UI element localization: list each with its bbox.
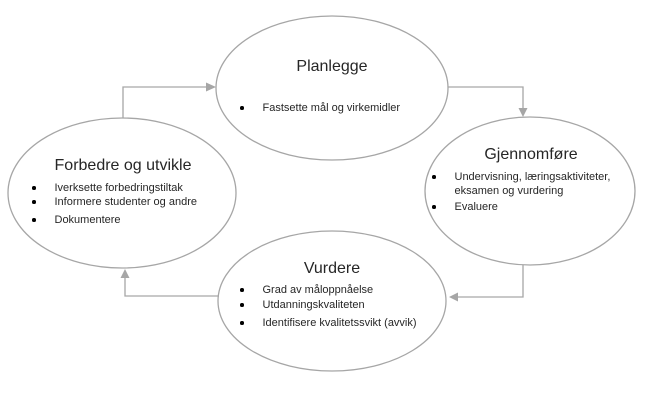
bullet-dot-icon bbox=[240, 303, 244, 307]
bullet-text: Undervisning, læringsaktiviteter, eksame… bbox=[454, 171, 611, 197]
bullet-item: Informere studenter og andre bbox=[32, 195, 238, 209]
bullet-dot-icon bbox=[240, 321, 244, 325]
bullet-item: Iverksette forbedringstiltak bbox=[32, 181, 238, 195]
node-forbedre: Forbedre og utvikle Iverksette forbedrin… bbox=[8, 157, 238, 227]
node-planlegge-bullets: Fastsette mål og virkemidler bbox=[216, 101, 448, 115]
bullet-text: Iverksette forbedringstiltak bbox=[54, 182, 183, 194]
bullet-item: Utdanningskvaliteten bbox=[240, 298, 446, 312]
node-forbedre-bullets: Iverksette forbedringstiltak Informere s… bbox=[8, 181, 238, 227]
node-vurdere: Vurdere Grad av måloppnåelse Utdanningsk… bbox=[218, 260, 446, 330]
bullet-item: Undervisning, læringsaktiviteter, eksame… bbox=[432, 170, 637, 198]
arrowhead-left-icon bbox=[449, 292, 458, 302]
bullet-text: Dokumentere bbox=[54, 214, 121, 226]
bullet-dot-icon bbox=[32, 186, 36, 190]
bullet-text: Fastsette mål og virkemidler bbox=[262, 102, 401, 114]
arrowhead-right-icon bbox=[206, 82, 216, 92]
node-gjennomfore-bullets: Undervisning, læringsaktiviteter, eksame… bbox=[425, 170, 637, 214]
bullet-text: Evaluere bbox=[454, 201, 498, 213]
ellipse-vurdere bbox=[217, 230, 447, 372]
ellipse-forbedre bbox=[7, 117, 237, 269]
bullet-dot-icon bbox=[432, 205, 436, 209]
bullet-text: Informere studenter og andre bbox=[54, 196, 197, 208]
bullet-dot-icon bbox=[32, 200, 36, 204]
node-vurdere-bullets: Grad av måloppnåelse Utdanningskvalitete… bbox=[218, 283, 446, 330]
connector-vurdere-to-forbedre bbox=[124, 278, 219, 297]
bullet-item: Dokumentere bbox=[32, 213, 238, 227]
bullet-dot-icon bbox=[240, 106, 244, 110]
bullet-dot-icon bbox=[32, 218, 36, 222]
node-planlegge-title: Planlegge bbox=[296, 58, 368, 75]
bullet-item: Identifisere kvalitetssvikt (avvik) bbox=[240, 316, 446, 330]
ellipse-planlegge bbox=[215, 15, 449, 161]
node-gjennomfore-title: Gjennomføre bbox=[484, 146, 578, 163]
arrowhead-down-icon bbox=[518, 108, 528, 117]
bullet-text: Utdanningskvaliteten bbox=[262, 299, 365, 311]
node-forbedre-title: Forbedre og utvikle bbox=[54, 157, 192, 174]
node-planlegge: Planlegge Fastsette mål og virkemidler bbox=[216, 58, 448, 115]
connector-planlegge-to-gjennomfore bbox=[448, 86, 524, 108]
bullet-dot-icon bbox=[240, 288, 244, 292]
bullet-text: Identifisere kvalitetssvikt (avvik) bbox=[262, 317, 417, 329]
bullet-item: Evaluere bbox=[432, 200, 637, 214]
bullet-item: Grad av måloppnåelse bbox=[240, 283, 446, 297]
connector-forbedre-to-planlegge bbox=[122, 86, 206, 118]
ellipse-gjennomfore bbox=[424, 116, 636, 266]
bullet-dot-icon bbox=[432, 175, 436, 179]
node-vurdere-title: Vurdere bbox=[303, 260, 361, 277]
arrowhead-up-icon bbox=[120, 269, 130, 278]
bullet-text: Grad av måloppnåelse bbox=[262, 284, 374, 296]
connector-gjennomfore-to-vurdere bbox=[458, 265, 524, 298]
bullet-item: Fastsette mål og virkemidler bbox=[240, 101, 448, 115]
node-gjennomfore: Gjennomføre Undervisning, læringsaktivit… bbox=[425, 146, 637, 214]
